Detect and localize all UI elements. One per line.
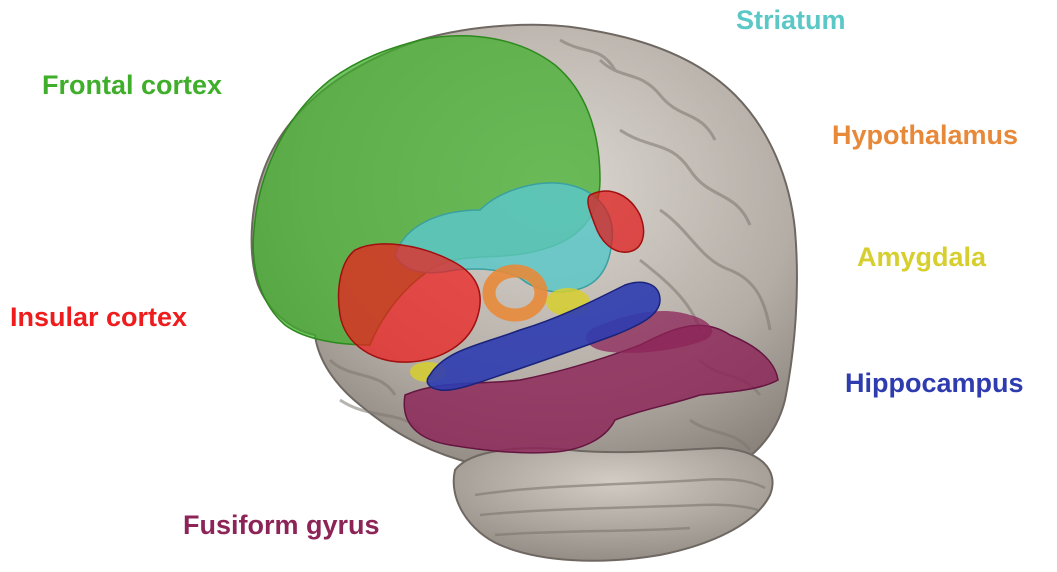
label-amygdala: Amygdala [857, 242, 986, 273]
label-fusiform-gyrus: Fusiform gyrus [183, 510, 380, 541]
label-insular-cortex: Insular cortex [10, 302, 187, 333]
label-frontal-cortex: Frontal cortex [42, 70, 222, 101]
label-hypothalamus: Hypothalamus [832, 120, 1018, 151]
label-hippocampus: Hippocampus [845, 368, 1024, 399]
label-striatum: Striatum [736, 5, 846, 36]
